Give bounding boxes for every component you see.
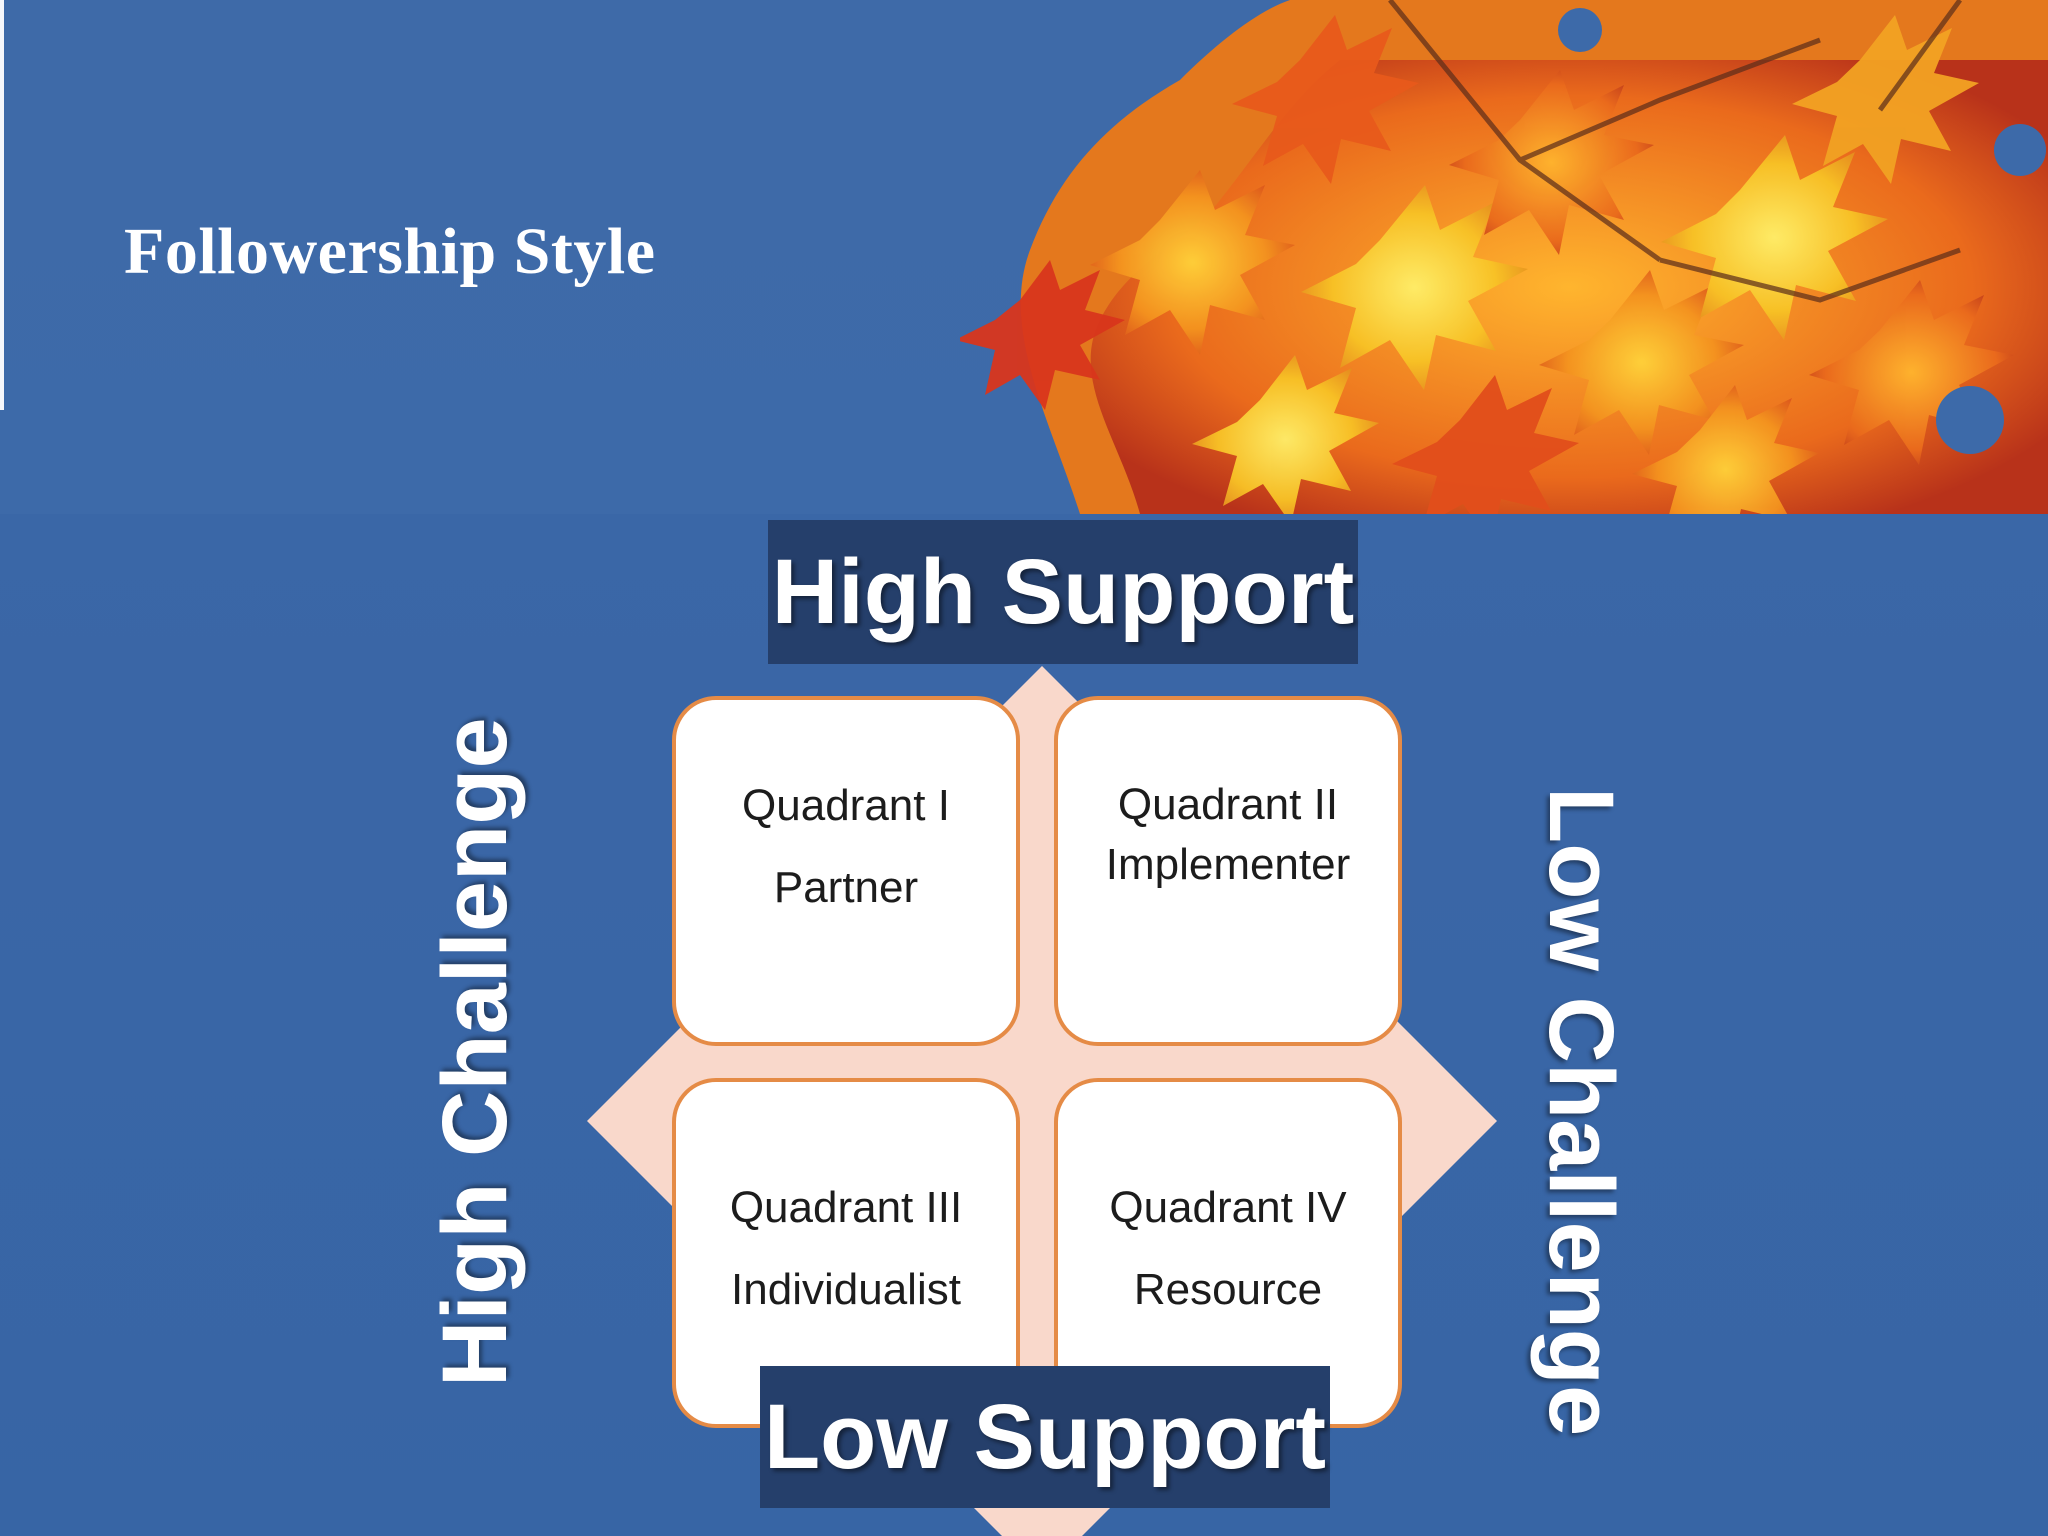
quadrant-2: Quadrant II Implementer <box>1054 696 1402 1046</box>
quadrant-1-name: Quadrant I <box>742 781 950 830</box>
quadrant-3-style: Individualist <box>731 1265 961 1314</box>
quadrant-3: Quadrant III Individualist <box>672 1078 1020 1428</box>
axis-label-low-challenge: Low Challenge <box>1530 787 1632 1437</box>
quadrant-3-name: Quadrant III <box>729 1183 963 1232</box>
quadrant-2-style: Implementer <box>1105 840 1351 889</box>
quadrant-4-name: Quadrant IV <box>1109 1183 1347 1232</box>
left-edge-strip <box>0 0 4 410</box>
slide-title: Followership Style <box>124 215 656 288</box>
axis-label-high-challenge: High Challenge <box>424 717 526 1387</box>
quadrant-1-style: Partner <box>773 863 919 912</box>
axis-label-high-support: High Support <box>768 520 1358 664</box>
quadrant-2-name: Quadrant II <box>1117 780 1339 829</box>
quadrant-4-style: Resource <box>1133 1265 1323 1314</box>
axis-label-low-support: Low Support <box>760 1366 1330 1508</box>
quadrant-1: Quadrant I Partner <box>672 696 1020 1046</box>
autumn-leaves-image <box>960 0 2048 514</box>
